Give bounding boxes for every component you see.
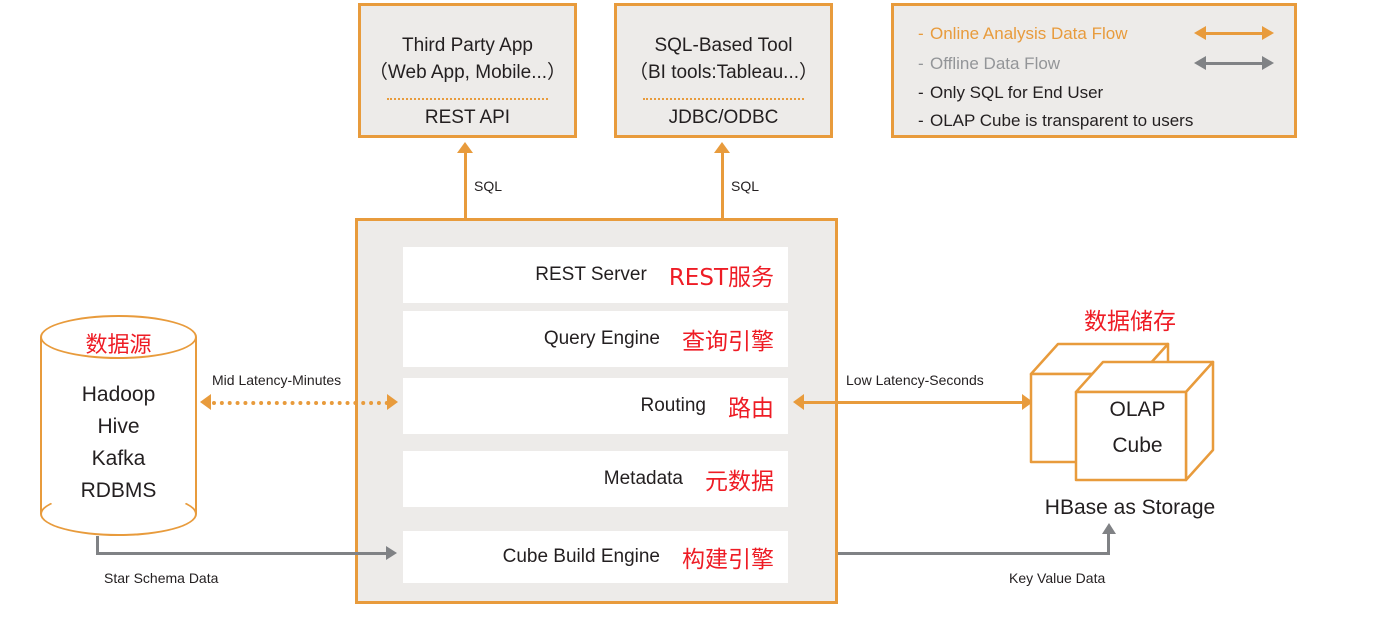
key-value-arrowhead: [1101, 523, 1116, 534]
legend-dash: -: [918, 24, 924, 43]
low-latency-label: Low Latency-Seconds: [846, 372, 984, 388]
olap-cube-line1: OLAP: [1109, 398, 1166, 421]
engine-layer-routing[interactable]: Routing 路由: [403, 378, 788, 434]
sql-connector-2-line: [720, 150, 724, 234]
engine-layer-label-en: Cube Build Engine: [502, 546, 660, 567]
engine-layer-metadata[interactable]: Metadata 元数据: [403, 451, 788, 507]
third-party-app-title-line1: Third Party App: [402, 35, 533, 56]
engine-layer-label-en: REST Server: [535, 264, 647, 285]
double-arrow-gray-icon: [1194, 56, 1274, 70]
low-latency-arrowhead-right: [1022, 394, 1033, 410]
mid-latency-arrowhead-right: [387, 394, 398, 410]
legend-item-only-sql-for-end-user: -Only SQL for End User: [918, 83, 1103, 103]
legend-item-offline-data-flow: -Offline Data Flow: [918, 54, 1060, 74]
hbase-storage-caption: HBase as Storage: [1044, 496, 1216, 519]
engine-layer-label-cn: 构建引擎: [682, 547, 774, 573]
third-party-app-protocol: REST API: [424, 107, 511, 128]
sql-connector-1-line: [463, 150, 467, 234]
third-party-app-box: Third Party App （Web App, Mobile...） RES…: [358, 3, 577, 138]
sql-based-tool-title: SQL-Based Tool （BI tools:Tableau...）: [617, 32, 830, 86]
data-source-item: Kafka: [91, 447, 146, 470]
star-schema-label: Star Schema Data: [104, 570, 219, 586]
engine-layer-label-en: Metadata: [603, 468, 683, 489]
data-source-cylinder: 数据源 Hadoop Hive Kafka RDBMS: [40, 315, 197, 536]
low-latency-line: [804, 401, 1026, 404]
star-schema-line-horizontal: [96, 552, 388, 555]
sql-based-tool-title-line1: SQL-Based Tool: [654, 35, 793, 56]
mid-latency-arrowhead-left: [200, 394, 211, 410]
engine-layer-label-cn: 路由: [728, 396, 774, 422]
key-value-line-vertical: [1107, 534, 1110, 555]
key-value-label: Key Value Data: [1009, 570, 1106, 586]
double-arrow-orange-icon: [1194, 26, 1274, 40]
data-source-item: Hive: [97, 415, 140, 438]
engine-layer-label-cn: REST服务: [668, 265, 774, 291]
data-source-title: 数据源: [85, 333, 152, 358]
dotted-divider: [643, 98, 804, 100]
third-party-app-title: Third Party App （Web App, Mobile...）: [361, 32, 574, 86]
cylinder-bottom: [40, 492, 197, 536]
kylin-engine-box: REST Server REST服务 Query Engine 查询引擎 Rou…: [355, 218, 838, 604]
legend-label: OLAP Cube is transparent to users: [930, 111, 1194, 130]
low-latency-arrowhead-left: [793, 394, 804, 410]
sql-based-tool-title-line2: （BI tools:Tableau...）: [628, 62, 819, 83]
legend-label: Offline Data Flow: [930, 54, 1061, 73]
mid-latency-label: Mid Latency-Minutes: [212, 372, 342, 388]
olap-cube-group: [1028, 332, 1233, 492]
data-source-item: RDBMS: [80, 479, 157, 502]
star-schema-line-vertical: [96, 536, 99, 555]
legend-label: Online Analysis Data Flow: [930, 24, 1128, 43]
engine-layer-query-engine[interactable]: Query Engine 查询引擎: [403, 311, 788, 367]
engine-layer-label-en: Routing: [640, 395, 707, 416]
cylinder-body: [40, 337, 197, 514]
engine-layer-label-en: Query Engine: [543, 328, 660, 349]
cylinder-top: [40, 315, 197, 359]
engine-layer-label-cn: 查询引擎: [682, 329, 774, 355]
data-source-items: Hadoop Hive Kafka RDBMS: [40, 379, 197, 507]
mid-latency-dotted-line: [212, 401, 389, 405]
legend-item-online-analysis-data-flow: -Online Analysis Data Flow: [918, 24, 1127, 44]
sql-based-tool-box: SQL-Based Tool （BI tools:Tableau...） JDB…: [614, 3, 833, 138]
third-party-app-title-line2: （Web App, Mobile...）: [368, 62, 567, 83]
key-value-line-horizontal: [838, 552, 1110, 555]
star-schema-arrowhead: [386, 546, 397, 560]
sql-connector-2-label: SQL: [731, 178, 760, 194]
storage-title: 数据储存: [1084, 309, 1176, 335]
dotted-divider: [387, 98, 548, 100]
olap-cube-svg: [1029, 342, 1215, 482]
engine-layer-cube-build-engine[interactable]: Cube Build Engine 构建引擎: [403, 531, 788, 583]
sql-connector-2-arrowhead-up: [714, 142, 730, 153]
olap-cube-line2: Cube: [1112, 434, 1163, 457]
legend-label: Only SQL for End User: [930, 83, 1104, 102]
legend-dash: -: [918, 54, 924, 73]
engine-layer-rest-server[interactable]: REST Server REST服务: [403, 247, 788, 303]
legend-item-olap-cube-transparent: -OLAP Cube is transparent to users: [918, 111, 1193, 131]
legend-box: -Online Analysis Data Flow -Offline Data…: [891, 3, 1297, 138]
sql-based-tool-protocol: JDBC/ODBC: [668, 107, 779, 128]
engine-layer-label-cn: 元数据: [705, 469, 774, 495]
sql-connector-1-label: SQL: [474, 178, 503, 194]
legend-dash: -: [918, 111, 924, 130]
sql-connector-1-arrowhead-up: [457, 142, 473, 153]
data-source-item: Hadoop: [81, 383, 156, 406]
olap-cube-text: OLAP Cube: [1080, 392, 1195, 464]
legend-dash: -: [918, 83, 924, 102]
